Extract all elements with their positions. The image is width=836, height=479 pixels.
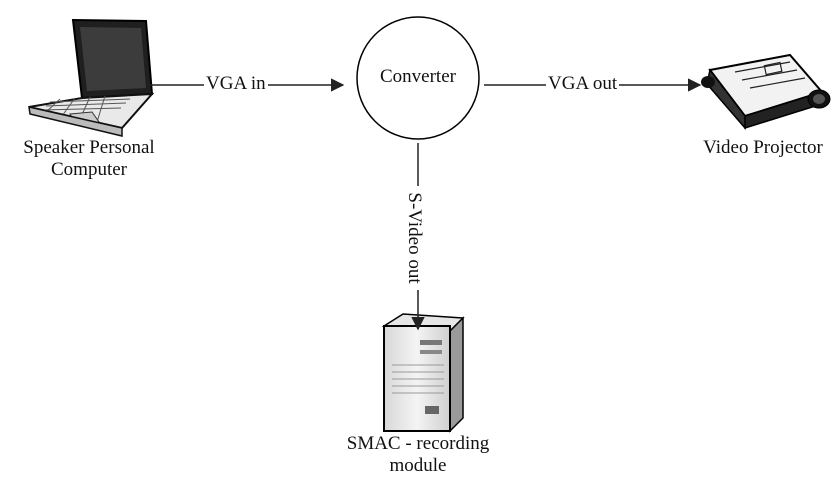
vga-in-label: VGA in <box>204 73 268 95</box>
laptop-label-line1: Speaker Personal <box>23 137 155 158</box>
server-label: SMAC - recording module <box>318 433 518 477</box>
laptop-label-line2: Computer <box>51 159 127 180</box>
server-label-line1: SMAC - recording <box>346 433 490 454</box>
laptop-label: Speaker Personal Computer <box>0 137 178 181</box>
server-icon <box>381 313 465 433</box>
projector-icon <box>701 53 831 131</box>
converter-label: Converter <box>380 66 456 87</box>
laptop-icon <box>28 18 155 137</box>
projector-label: Video Projector <box>703 137 823 158</box>
svideo-out-label: S-Video out <box>403 186 425 290</box>
vga-out-label: VGA out <box>546 73 620 95</box>
converter-node <box>356 16 480 140</box>
server-label-line2: module <box>389 455 447 476</box>
